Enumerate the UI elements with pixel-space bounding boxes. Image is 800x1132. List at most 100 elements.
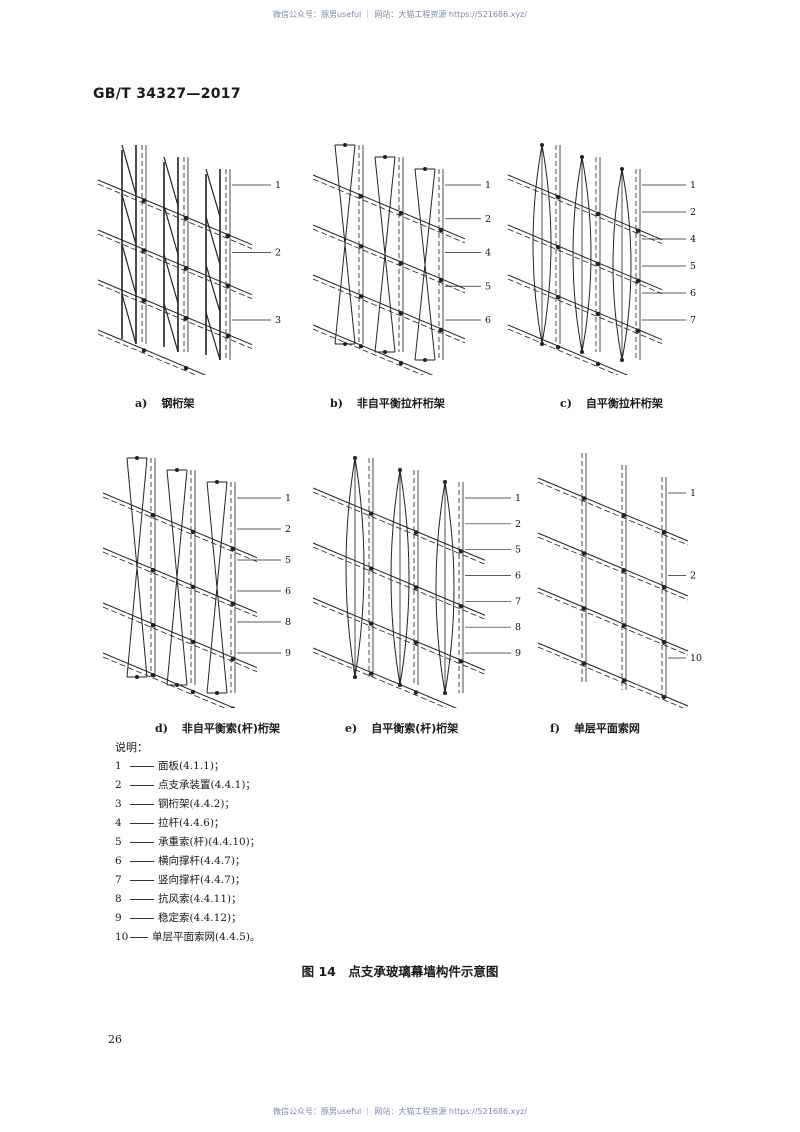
truss-web [205, 264, 221, 313]
caption-b: b)非自平衡拉杆桁架 [330, 397, 445, 410]
tie-rod [374, 156, 396, 353]
support-node [595, 361, 601, 367]
anchor-node [175, 468, 179, 472]
support-node [413, 585, 419, 590]
callout-label: 9 [285, 648, 291, 659]
anchor-node [398, 683, 402, 687]
support-node [183, 215, 189, 221]
callout-label: 10 [690, 653, 702, 664]
support-node [358, 244, 364, 249]
support-node [581, 496, 587, 501]
anchor-node [175, 683, 179, 687]
anchor-node [620, 358, 624, 362]
support-node [230, 601, 236, 606]
support-node [230, 656, 236, 661]
callout-label: 4 [485, 248, 491, 259]
support-node [358, 294, 364, 299]
support-node [438, 227, 444, 233]
horizontal-member-dashed [312, 651, 448, 708]
anchor-node [353, 675, 357, 679]
support-node [661, 639, 667, 645]
anchor-node [343, 143, 347, 147]
callout-label: 7 [690, 315, 696, 326]
support-node [141, 198, 147, 203]
horizontal-member-dashed [507, 228, 663, 295]
horizontal-member-dashed [97, 333, 197, 375]
truss-web [121, 144, 137, 195]
horizontal-member [507, 324, 629, 375]
callout-label: 1 [690, 488, 696, 499]
anchor-node [353, 456, 357, 460]
support-node [368, 566, 374, 571]
tie-rod [126, 457, 148, 678]
horizontal-member-dashed [312, 601, 486, 675]
horizontal-member [102, 652, 236, 708]
anchor-node [540, 143, 544, 147]
horizontal-member-dashed [537, 481, 689, 546]
anchor-node [135, 675, 139, 679]
support-node [555, 344, 561, 350]
horizontal-member [507, 224, 663, 291]
panel-f-drawing: 1 2 10 [537, 453, 702, 708]
support-node [398, 310, 404, 316]
callout-label: 2 [690, 571, 696, 582]
watermark-bottom: 微信公众号：豚男useful ｜ 网站：大猫工程资源 https://52168… [272, 1107, 528, 1116]
support-node [190, 639, 196, 645]
caption-e: e)自平衡索(杆)桁架 [345, 722, 459, 735]
truss-web [121, 294, 137, 345]
support-node [230, 546, 236, 551]
support-node [458, 549, 464, 554]
support-node [621, 623, 627, 628]
truss-web [163, 156, 179, 206]
support-node [150, 622, 156, 628]
callout-label: 5 [690, 261, 696, 272]
tie-rod [206, 481, 228, 694]
truss-web [121, 244, 137, 295]
support-node [635, 328, 641, 333]
callout-label: 3 [275, 315, 281, 326]
horizontal-member-dashed [102, 606, 258, 673]
anchor-node [398, 468, 402, 472]
legend-title: 说明： [115, 741, 148, 754]
anchor-node [423, 167, 427, 171]
horizontal-member-dashed [102, 656, 226, 708]
panel-a-drawing: 123 [97, 144, 281, 375]
support-node [581, 551, 587, 556]
support-node [225, 233, 231, 238]
horizontal-member-dashed [312, 228, 466, 294]
horizontal-member-dashed [102, 496, 258, 563]
support-node [230, 706, 236, 708]
horizontal-member [312, 542, 486, 616]
support-node [661, 529, 667, 535]
support-node [190, 689, 196, 695]
support-node [555, 244, 561, 250]
horizontal-member [97, 329, 207, 375]
horizontal-member-dashed [312, 546, 486, 620]
anchor-node [215, 480, 219, 484]
anchor-node [423, 358, 427, 362]
support-node [225, 283, 231, 288]
support-node [398, 260, 404, 266]
callout-label: 4 [690, 234, 696, 245]
callout-label: 2 [285, 524, 291, 535]
support-node [555, 294, 561, 300]
tie-rod [334, 144, 356, 345]
horizontal-member-dashed [97, 233, 253, 300]
horizontal-member-dashed [507, 178, 663, 245]
